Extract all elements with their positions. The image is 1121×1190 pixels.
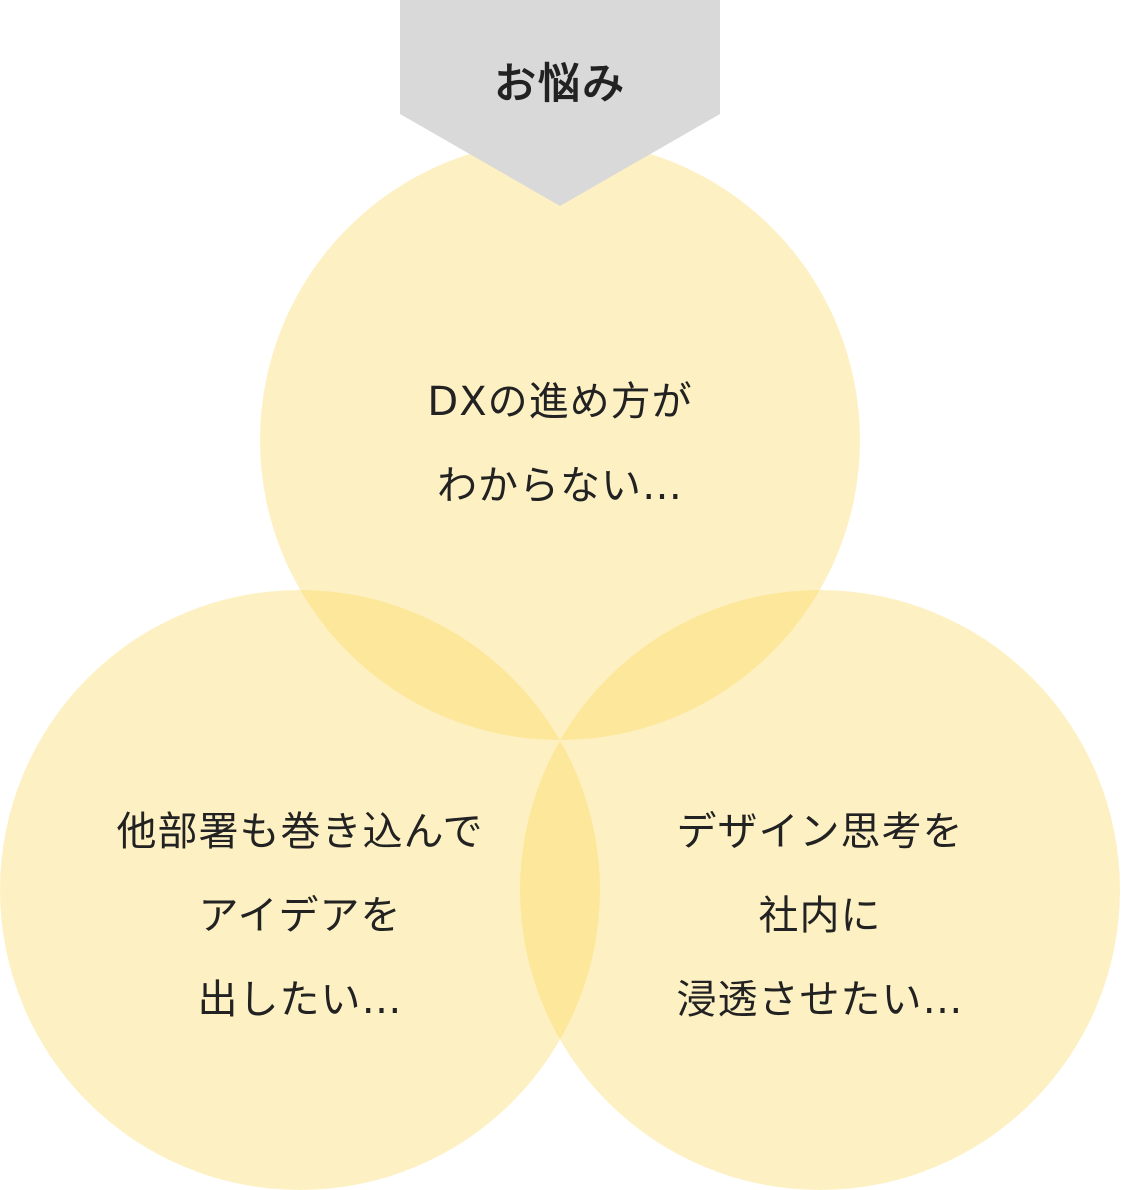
header-label: お悩み bbox=[493, 59, 626, 108]
circle-right-line-3: 浸透させたい… bbox=[676, 977, 964, 1023]
circle-left-line-2: アイデアを bbox=[198, 893, 402, 939]
circle-left-line-1: 他部署も巻き込んで bbox=[116, 809, 484, 855]
circle-right-line-2: 社内に bbox=[758, 893, 882, 939]
circle-left bbox=[0, 590, 600, 1190]
circle-right bbox=[520, 590, 1120, 1190]
circle-top bbox=[260, 140, 860, 740]
circle-top-text: DXの進め方が わからない… bbox=[360, 360, 760, 528]
circle-right-text: デザイン思考を 社内に 浸透させたい… bbox=[590, 790, 1050, 1042]
circle-left-line-3: 出したい… bbox=[197, 977, 403, 1023]
header-banner-arrow bbox=[400, 0, 720, 206]
circle-right-line-1: デザイン思考を bbox=[676, 809, 964, 855]
circle-top-line-1: DXの進め方が bbox=[427, 379, 693, 425]
circle-top-line-2: わからない… bbox=[437, 463, 683, 509]
circle-left-text: 他部署も巻き込んで アイデアを 出したい… bbox=[60, 790, 540, 1042]
